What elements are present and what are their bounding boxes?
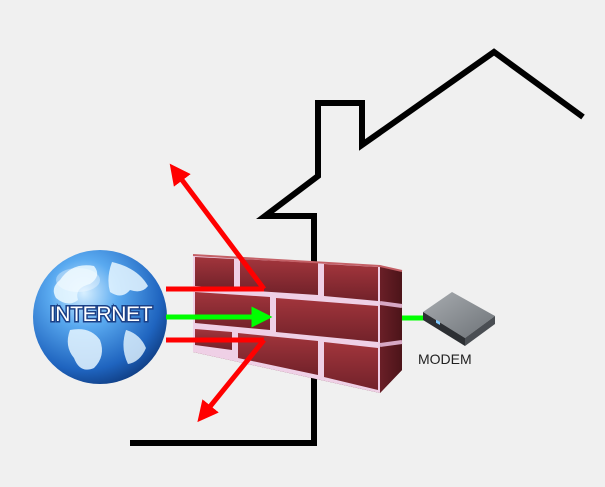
globe-icon [33, 250, 167, 384]
modem-label: MODEM [418, 351, 472, 367]
blocked-upper-arrow [169, 163, 266, 291]
blocked-traffic-arrows [166, 163, 266, 423]
brick-wall-icon [192, 254, 403, 393]
internet-label: INTERNET [50, 303, 153, 326]
modem-router-icon [423, 292, 495, 346]
blocked-lower-arrow [197, 338, 266, 423]
